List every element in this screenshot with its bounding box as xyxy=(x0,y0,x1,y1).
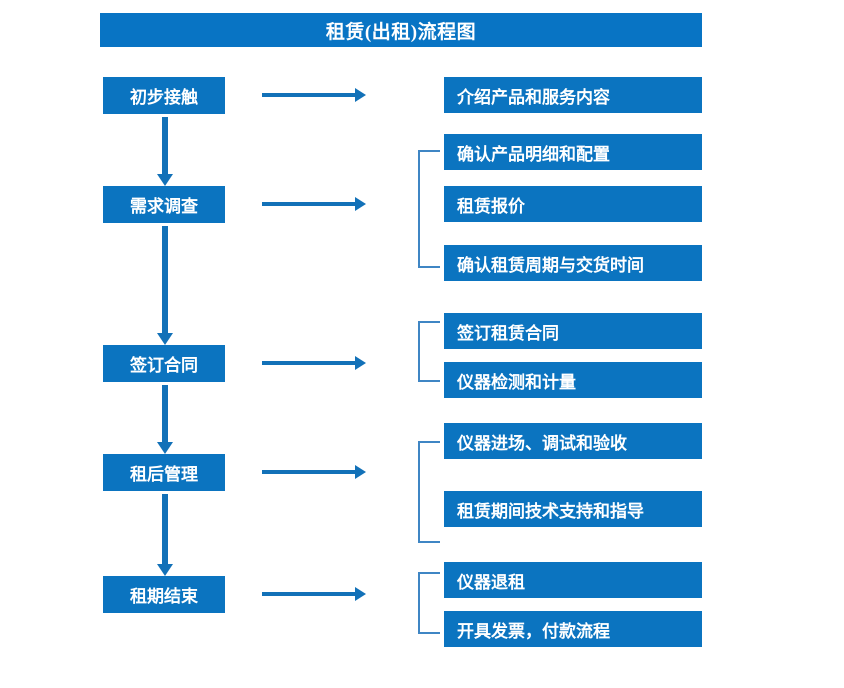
horizontal-arrow-2 xyxy=(262,197,366,211)
bracket-group-4 xyxy=(418,572,440,634)
vertical-arrow-4-to-5 xyxy=(157,494,173,576)
horizontal-arrow-3 xyxy=(262,356,366,370)
horizontal-arrow-5 xyxy=(262,587,366,601)
detail-box-7[interactable]: 仪器进场、调试和验收 xyxy=(444,423,702,459)
stage-box-1[interactable]: 初步接触 xyxy=(103,77,225,114)
vertical-arrow-3-to-4 xyxy=(157,385,173,454)
bracket-group-3 xyxy=(418,441,440,543)
detail-box-8[interactable]: 租赁期间技术支持和指导 xyxy=(444,491,702,527)
stage-box-4[interactable]: 租后管理 xyxy=(103,454,225,491)
detail-box-6[interactable]: 仪器检测和计量 xyxy=(444,362,702,398)
detail-box-5[interactable]: 签订租赁合同 xyxy=(444,313,702,349)
detail-box-10[interactable]: 开具发票，付款流程 xyxy=(444,611,702,647)
stage-box-2[interactable]: 需求调查 xyxy=(103,186,225,223)
vertical-arrow-1-to-2 xyxy=(157,117,173,186)
horizontal-arrow-1 xyxy=(262,88,366,102)
flowchart-title: 租赁(出租)流程图 xyxy=(100,13,702,47)
detail-box-1[interactable]: 介绍产品和服务内容 xyxy=(444,77,702,113)
bracket-group-1 xyxy=(418,150,440,268)
detail-box-9[interactable]: 仪器退租 xyxy=(444,562,702,598)
detail-box-3[interactable]: 租赁报价 xyxy=(444,186,702,222)
bracket-group-2 xyxy=(418,321,440,382)
detail-box-2[interactable]: 确认产品明细和配置 xyxy=(444,134,702,170)
horizontal-arrow-4 xyxy=(262,465,366,479)
vertical-arrow-2-to-3 xyxy=(157,226,173,345)
stage-box-3[interactable]: 签订合同 xyxy=(103,345,225,382)
stage-box-5[interactable]: 租期结束 xyxy=(103,576,225,613)
detail-box-4[interactable]: 确认租赁周期与交货时间 xyxy=(444,245,702,281)
